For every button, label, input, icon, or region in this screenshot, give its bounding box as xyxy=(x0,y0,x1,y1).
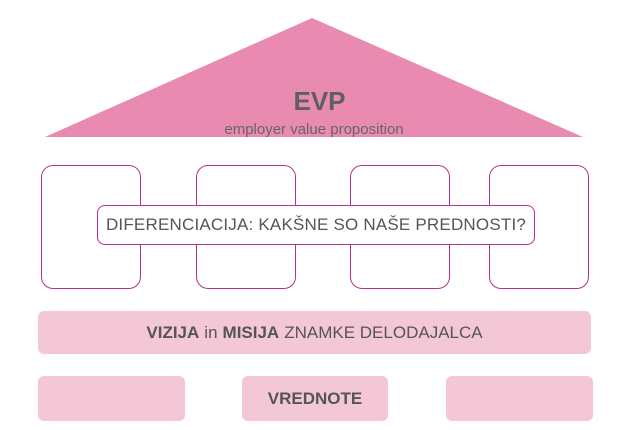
employer-brand-label: ZNAMKE DELODAJALCA xyxy=(284,322,483,342)
vision-label: VIZIJA xyxy=(146,322,200,342)
roof-triangle xyxy=(45,18,583,137)
foundation-block-left xyxy=(38,376,185,421)
mission-label: MISIJA xyxy=(222,322,280,342)
roof-title: EVP xyxy=(293,86,346,116)
values-block: VREDNOTE xyxy=(242,376,388,421)
differentiation-box: DIFERENCIACIJA: KAKŠNE SO NAŠE PREDNOSTI… xyxy=(97,205,535,245)
foundation-block-right xyxy=(446,376,593,421)
connector-label: in xyxy=(204,322,218,342)
values-label: VREDNOTE xyxy=(267,388,363,408)
roof-subtitle: employer value proposition xyxy=(224,121,404,138)
differentiation-label: DIFERENCIACIJA: KAKŠNE SO NAŠE PREDNOSTI… xyxy=(105,215,527,234)
